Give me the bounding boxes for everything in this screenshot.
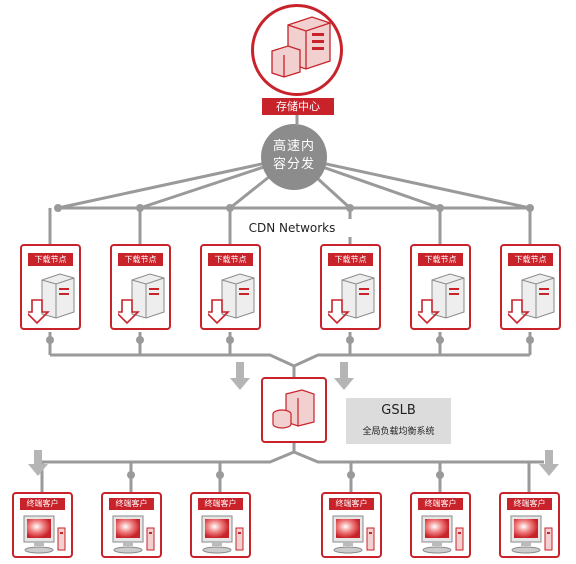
download-node-label: 下载节点 [118,253,163,266]
download-server-icon [418,273,465,325]
download-node-label: 下载节点 [208,253,253,266]
download-server-icon [508,273,555,325]
download-server-icon [28,273,75,325]
client-label: 终端客户 [109,498,154,510]
storage-center-icon [251,4,343,96]
client-card: 终端客户 [499,492,560,558]
gslb-server-icon [261,377,327,443]
download-server-icon [328,273,375,325]
computer-icon [332,515,375,554]
client-label: 终端客户 [329,498,374,510]
client-label: 终端客户 [507,498,552,510]
gslb-title: GSLB [381,403,416,418]
client-label: 终端客户 [418,498,463,510]
download-node-label: 下载节点 [508,253,553,266]
download-node-card: 下载节点 [20,244,81,330]
gslb-panel [346,398,451,444]
computer-icon [112,515,155,554]
client-card: 终端客户 [190,492,251,558]
cdn-networks-label: CDN Networks [232,219,352,237]
client-label: 终端客户 [20,498,65,510]
download-node-card: 下载节点 [320,244,381,330]
hub-label-line2: 容分发 [272,157,315,172]
computer-icon [510,515,553,554]
download-node-card: 下载节点 [110,244,171,330]
client-card: 终端客户 [321,492,382,558]
computer-icon [421,515,464,554]
client-label: 终端客户 [198,498,243,510]
client-card: 终端客户 [12,492,73,558]
download-node-label: 下载节点 [418,253,463,266]
download-node-label: 下载节点 [328,253,373,266]
gslb-subtitle: 全局负载均衡系统 [362,427,435,437]
download-node-card: 下载节点 [410,244,471,330]
content-distribution-hub: 高速内 容分发 [261,124,327,190]
download-node-card: 下载节点 [500,244,561,330]
download-node-card: 下载节点 [200,244,261,330]
client-card: 终端客户 [410,492,471,558]
storage-center-label: 存储中心 [262,98,334,115]
computer-icon [23,515,66,554]
hub-label-line1: 高速内 [272,139,315,154]
download-server-icon [208,273,255,325]
download-node-label: 下载节点 [28,253,73,266]
client-card: 终端客户 [101,492,162,558]
download-server-icon [118,273,165,325]
down-arrow-icons [28,362,559,476]
computer-icon [201,515,244,554]
